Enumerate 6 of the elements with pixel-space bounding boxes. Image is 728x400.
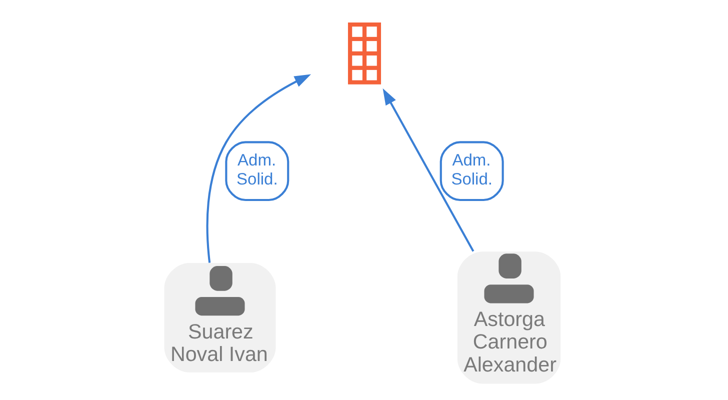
arrow [382,88,474,252]
node-box: Suarez Noval Ivan [164,262,276,372]
node-building [347,22,381,84]
edge-label: Adm. Solid. [450,152,492,188]
arrow [206,74,311,263]
edge-label: Adm. Solid. [236,152,278,188]
